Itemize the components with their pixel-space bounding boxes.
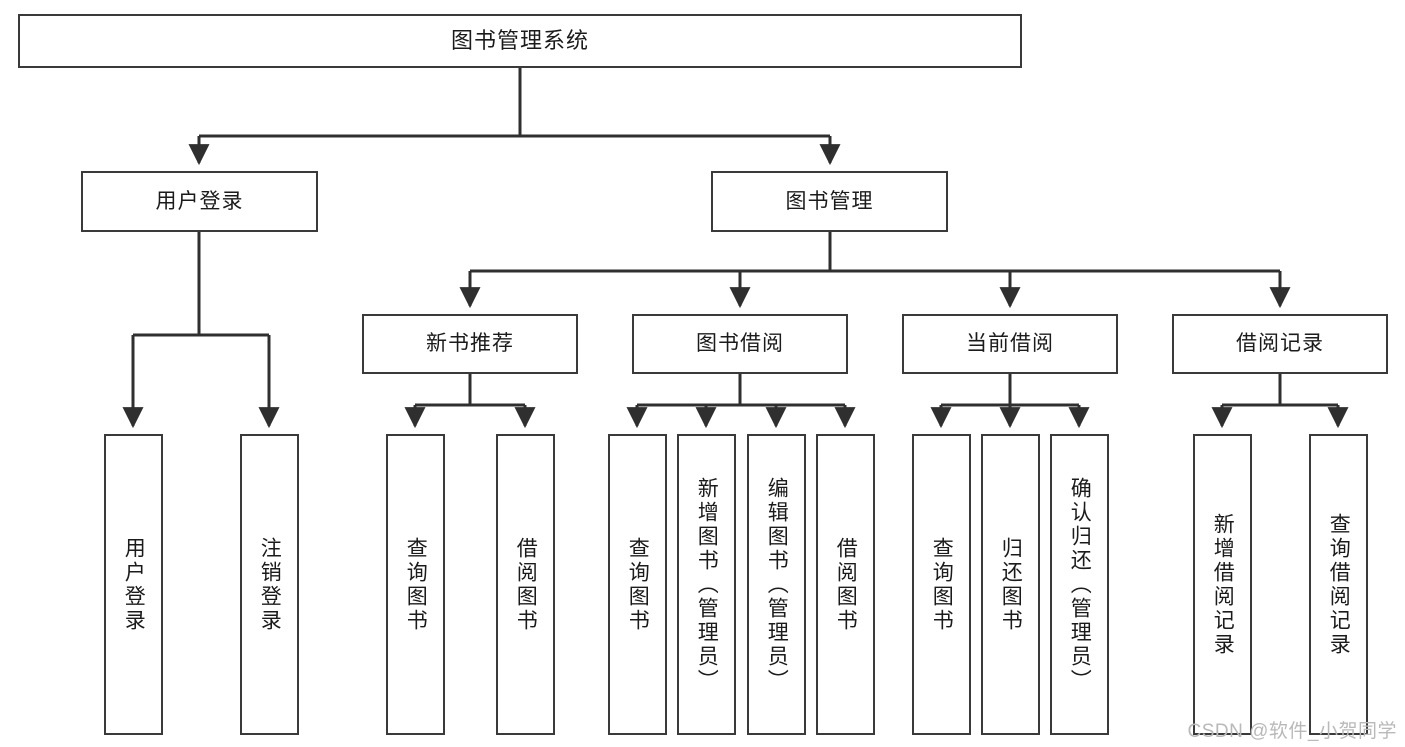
node-leaf-logout[interactable]: 注销登录 — [240, 434, 299, 735]
node-leaf-query-book-current[interactable]: 查询图书 — [912, 434, 971, 735]
node-new-book-recommend[interactable]: 新书推荐 — [362, 314, 578, 374]
node-leaf-borrow-book-new-label: 借阅图书 — [514, 536, 538, 633]
node-leaf-return-book[interactable]: 归还图书 — [981, 434, 1040, 735]
node-user-login-label: 用户登录 — [155, 189, 244, 213]
node-leaf-add-book-admin[interactable]: 新增图书（管理员） — [677, 434, 736, 735]
node-book-borrow-label: 图书借阅 — [696, 332, 784, 356]
node-new-book-recommend-label: 新书推荐 — [426, 332, 514, 356]
node-leaf-edit-book-admin-label: 编辑图书（管理员） — [765, 476, 789, 693]
node-current-borrow[interactable]: 当前借阅 — [902, 314, 1118, 374]
node-current-borrow-label: 当前借阅 — [966, 332, 1054, 356]
node-leaf-user-login-label: 用户登录 — [122, 536, 146, 633]
node-borrow-record-label: 借阅记录 — [1236, 332, 1324, 356]
node-leaf-borrow-book-new[interactable]: 借阅图书 — [496, 434, 555, 735]
node-leaf-edit-book-admin[interactable]: 编辑图书（管理员） — [747, 434, 806, 735]
node-book-borrow[interactable]: 图书借阅 — [632, 314, 848, 374]
node-root[interactable]: 图书管理系统 — [18, 14, 1022, 68]
node-leaf-add-book-admin-label: 新增图书（管理员） — [695, 476, 719, 693]
node-leaf-confirm-return-admin-label: 确认归还（管理员） — [1068, 476, 1092, 693]
node-leaf-add-borrow-record[interactable]: 新增借阅记录 — [1193, 434, 1252, 735]
node-leaf-query-book-borrow[interactable]: 查询图书 — [608, 434, 667, 735]
node-root-label: 图书管理系统 — [450, 27, 589, 53]
node-leaf-return-book-label: 归还图书 — [999, 536, 1023, 633]
node-leaf-query-borrow-record-label: 查询借阅记录 — [1327, 512, 1351, 657]
node-book-management[interactable]: 图书管理 — [711, 171, 948, 232]
node-leaf-add-borrow-record-label: 新增借阅记录 — [1211, 512, 1235, 657]
node-book-management-label: 图书管理 — [785, 189, 874, 213]
node-leaf-borrow-book[interactable]: 借阅图书 — [816, 434, 875, 735]
node-leaf-user-login[interactable]: 用户登录 — [104, 434, 163, 735]
node-leaf-query-borrow-record[interactable]: 查询借阅记录 — [1309, 434, 1368, 735]
node-borrow-record[interactable]: 借阅记录 — [1172, 314, 1388, 374]
node-user-login[interactable]: 用户登录 — [81, 171, 318, 232]
node-leaf-query-book-current-label: 查询图书 — [930, 536, 954, 633]
node-leaf-confirm-return-admin[interactable]: 确认归还（管理员） — [1050, 434, 1109, 735]
node-leaf-query-book-new-label: 查询图书 — [404, 536, 428, 633]
node-leaf-logout-label: 注销登录 — [258, 536, 282, 633]
node-leaf-query-book-new[interactable]: 查询图书 — [386, 434, 445, 735]
node-leaf-query-book-borrow-label: 查询图书 — [626, 536, 650, 633]
watermark-text: CSDN @软件_小贺同学 — [1187, 721, 1397, 742]
node-leaf-borrow-book-label: 借阅图书 — [834, 536, 858, 633]
